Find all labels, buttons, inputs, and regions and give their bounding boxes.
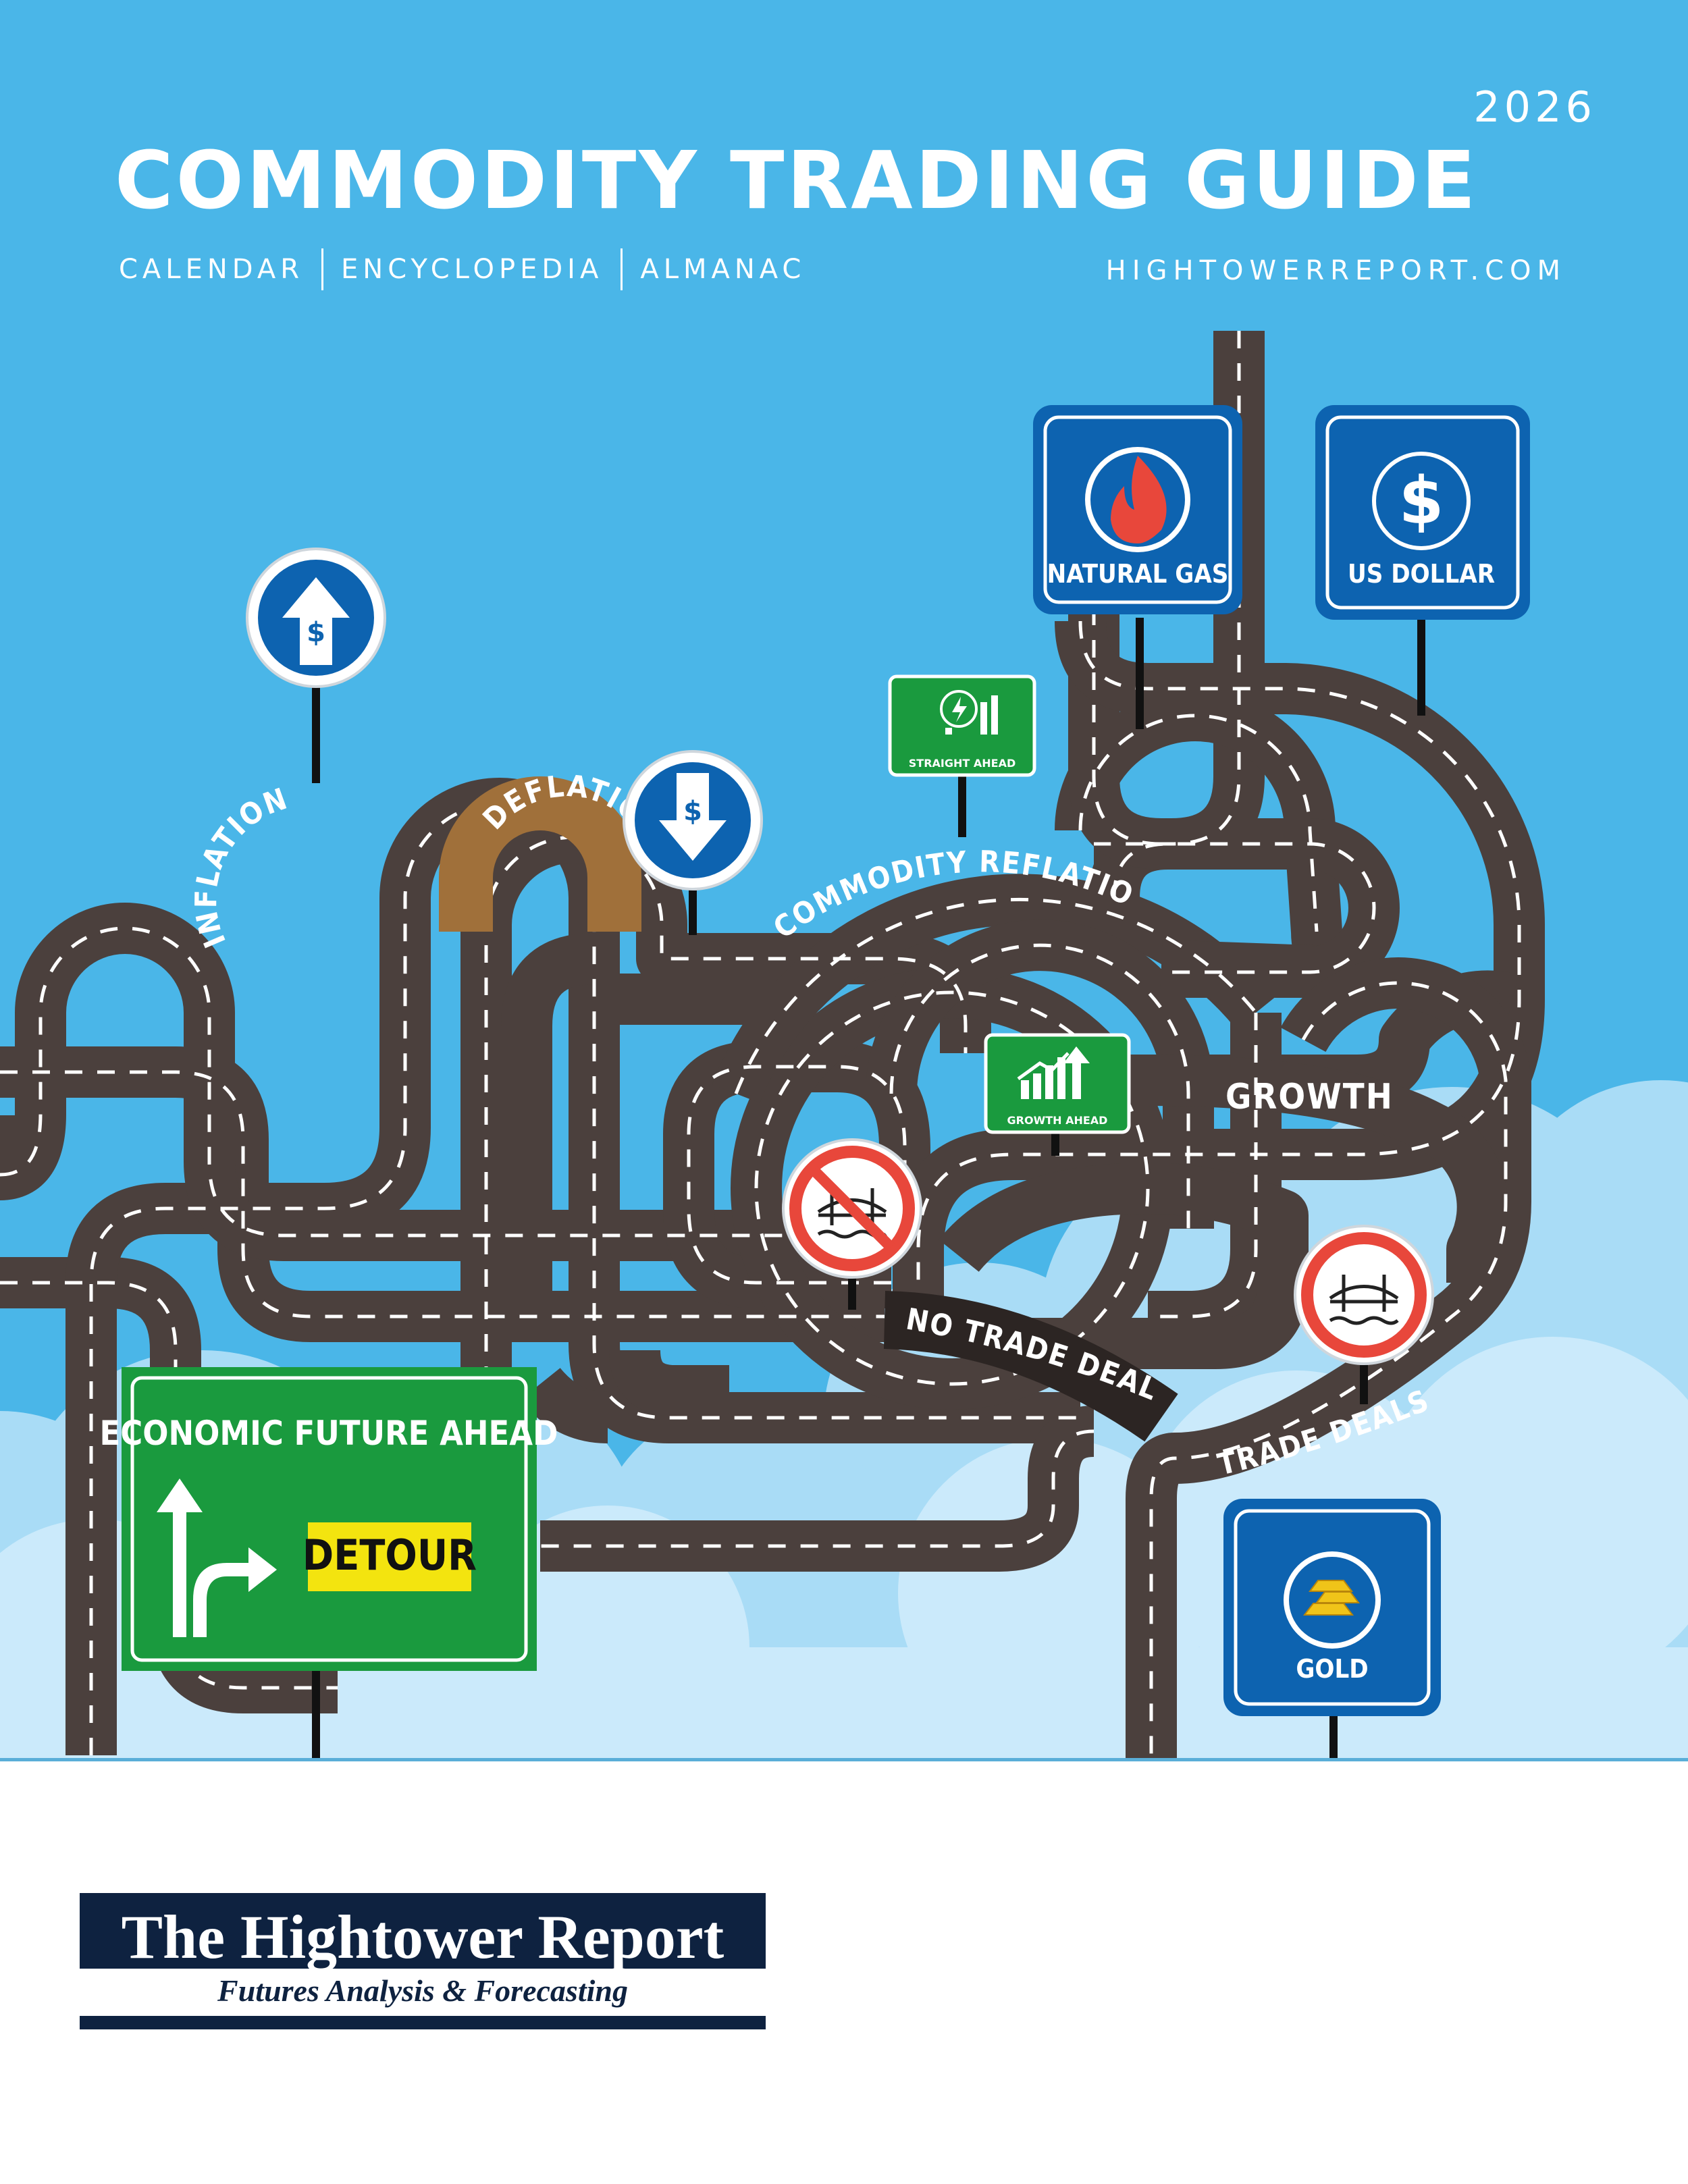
edition-year: 2026 bbox=[1473, 82, 1596, 132]
brand-tagline-band bbox=[80, 1969, 766, 2015]
brand-rule bbox=[80, 2016, 766, 2029]
bridge-sign-right bbox=[1294, 1225, 1434, 1365]
section-list: CALENDAR ENCYCLOPEDIA ALMANAC bbox=[119, 248, 806, 290]
bridge-icon bbox=[1329, 1275, 1399, 1325]
inflation-label: INFLATION bbox=[189, 781, 292, 953]
us-dollar-sign: $ US DOLLAR bbox=[1315, 405, 1530, 620]
section-divider bbox=[621, 248, 623, 290]
brand-logo: The Hightower Report Futures Analysis & … bbox=[80, 1893, 766, 2055]
straight-ahead-label: STRAIGHT AHEAD bbox=[909, 757, 1016, 770]
up-arrow-icon bbox=[282, 577, 350, 665]
straight-ahead-sign: STRAIGHT AHEAD bbox=[888, 674, 1036, 777]
dollar-icon: $ bbox=[1399, 463, 1444, 539]
brand-tagline: Futures Analysis & Forecasting bbox=[217, 1973, 628, 2008]
gold-sign: GOLD bbox=[1223, 1499, 1441, 1716]
no-bridge-sign-left bbox=[782, 1138, 922, 1279]
us-dollar-label: US DOLLAR bbox=[1348, 559, 1495, 589]
sign-posts bbox=[312, 618, 1425, 1761]
deflation-sign: $ bbox=[623, 750, 763, 890]
section-divider bbox=[321, 248, 324, 290]
gold-label: GOLD bbox=[1296, 1654, 1368, 1684]
website-url: HIGHTOWERREPORT.COM bbox=[1105, 255, 1566, 286]
gold-bars-icon bbox=[1302, 1580, 1360, 1616]
economic-future-sign: ECONOMIC FUTURE AHEAD DETOUR bbox=[100, 1367, 558, 1671]
economic-future-label: ECONOMIC FUTURE AHEAD bbox=[100, 1414, 558, 1453]
inflation-sign: $ bbox=[246, 548, 386, 688]
growth-ahead-label: GROWTH AHEAD bbox=[1007, 1114, 1108, 1127]
section-calendar: CALENDAR bbox=[119, 254, 305, 285]
horizon-line bbox=[0, 1758, 1688, 1761]
road-illustration: INFLATION DEFLATION COMMODITY REFLATION … bbox=[0, 0, 1688, 1761]
natural-gas-label: NATURAL GAS bbox=[1047, 559, 1229, 589]
deflation-dirt-road bbox=[439, 776, 641, 932]
growth-label: GROWTH bbox=[1225, 1077, 1394, 1117]
page-title: COMMODITY TRADING GUIDE bbox=[115, 134, 1479, 227]
detour-label: DETOUR bbox=[302, 1530, 477, 1580]
growth-ahead-sign: GROWTH AHEAD bbox=[984, 1033, 1131, 1134]
split-arrow-icon bbox=[157, 1479, 277, 1637]
flame-icon bbox=[1111, 456, 1167, 543]
no-trade-gravel-road bbox=[883, 1291, 1178, 1442]
dollar-icon: $ bbox=[683, 796, 702, 827]
energy-bolt-icon bbox=[952, 697, 967, 722]
section-almanac: ALMANAC bbox=[640, 254, 806, 285]
section-encyclopedia: ENCYCLOPEDIA bbox=[341, 254, 604, 285]
growth-arrow-icon bbox=[1063, 1046, 1090, 1099]
dollar-icon: $ bbox=[307, 617, 325, 648]
natural-gas-sign: NATURAL GAS bbox=[1033, 405, 1242, 614]
brand-name: The Hightower Report bbox=[121, 1902, 724, 1971]
down-arrow-icon bbox=[659, 773, 727, 861]
